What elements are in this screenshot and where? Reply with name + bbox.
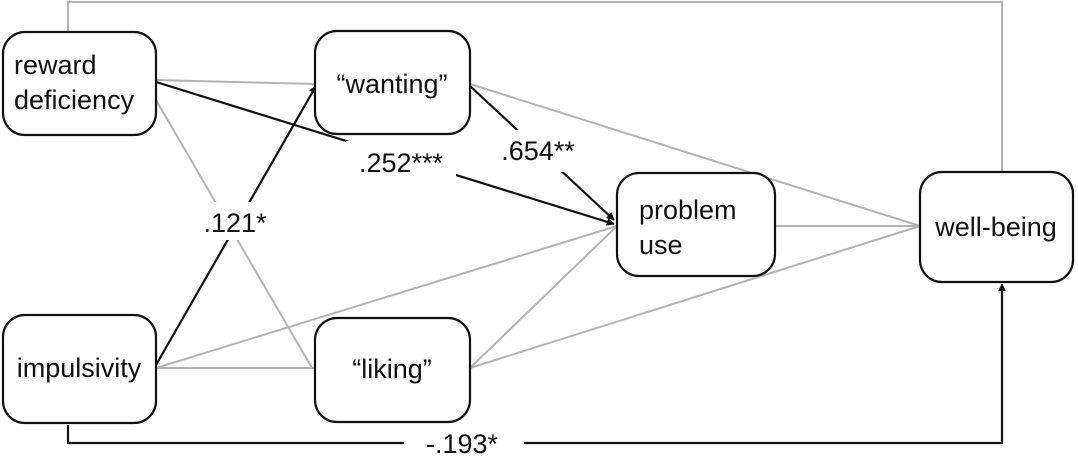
path-reward-deficiency-to-well-being <box>67 1 1003 172</box>
node-well-being-label: well-being <box>934 212 1057 242</box>
node-well-being: well-being <box>918 170 1075 284</box>
coef-wanting-to-problem-use: .654** <box>501 136 575 166</box>
path-liking-to-problem-use <box>469 225 618 369</box>
path-reward-deficiency-to-wanting <box>155 79 316 85</box>
node-liking: “liking” <box>313 316 472 424</box>
coef-impulsivity-to-wanting: .121* <box>203 208 267 238</box>
path-wanting-to-well-being <box>469 83 921 227</box>
node-impulsivity-label: impulsivity <box>17 353 142 383</box>
coef-impulsivity-to-well-being: -.193* <box>426 429 499 459</box>
nonsignificant-paths <box>67 1 1003 369</box>
node-problem-use-line2: use <box>639 230 683 260</box>
node-reward-deficiency: reward deficiency <box>1 30 158 137</box>
coef-reward-deficiency-to-problem-use: .252*** <box>359 148 444 178</box>
node-reward-deficiency-line1: reward <box>14 50 97 80</box>
node-liking-label: “liking” <box>352 354 432 384</box>
node-impulsivity: impulsivity <box>1 313 158 425</box>
node-reward-deficiency-line2: deficiency <box>14 85 135 115</box>
node-wanting: “wanting” <box>313 29 472 136</box>
path-impulsivity-to-well-being-arrow <box>66 283 1006 445</box>
coefficient-labels: .121* .252*** .654** -.193* <box>193 130 588 459</box>
node-problem-use-line1: problem <box>639 195 737 225</box>
node-wanting-label: “wanting” <box>336 69 447 99</box>
path-liking-to-well-being <box>469 225 921 369</box>
path-impulsivity-to-problem-use <box>155 225 618 369</box>
node-problem-use: problem use <box>615 171 777 278</box>
